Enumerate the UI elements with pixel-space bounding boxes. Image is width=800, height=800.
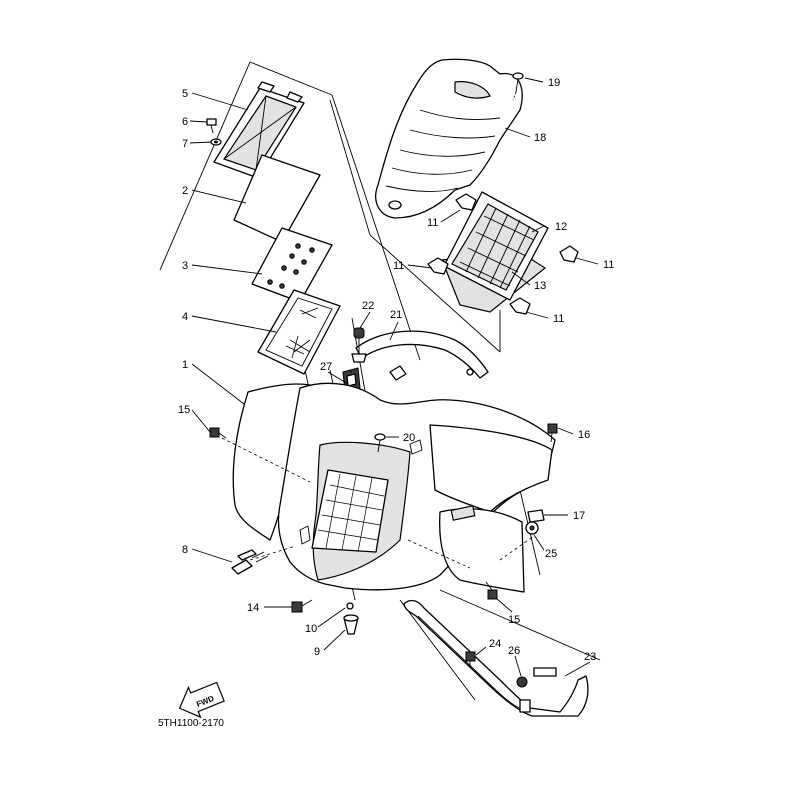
callout-4: 4 xyxy=(182,311,188,323)
callout-26: 26 xyxy=(508,645,520,657)
part-25-bolt xyxy=(525,521,539,535)
callout-15-left: 15 xyxy=(178,404,190,416)
part-10-washer xyxy=(346,602,354,610)
part-17-clip-nut xyxy=(527,509,545,523)
callout-23: 23 xyxy=(584,651,596,663)
callout-7: 7 xyxy=(182,138,188,150)
part-8-stud-bolts xyxy=(231,549,269,575)
callout-27-left: 27 xyxy=(320,361,332,373)
leader-lines xyxy=(189,77,599,677)
mounting-dashed-lines xyxy=(221,437,535,569)
callout-11-d: 11 xyxy=(553,313,564,325)
part-23-bumper-guard xyxy=(403,599,589,717)
part-24-bolt xyxy=(465,651,476,668)
callout-12: 12 xyxy=(555,221,567,233)
part-4-filter-gasket xyxy=(257,289,341,375)
part-22-grommet xyxy=(351,327,367,363)
callout-17: 17 xyxy=(573,510,585,522)
part-16-bolt xyxy=(547,423,558,443)
part-11-clip xyxy=(455,193,477,211)
callout-8: 8 xyxy=(182,544,188,556)
callout-19: 19 xyxy=(548,77,560,89)
part-6-screw xyxy=(206,118,217,134)
callout-18: 18 xyxy=(534,132,546,144)
callout-20: 20 xyxy=(403,432,415,444)
part-12-front-grille xyxy=(443,191,549,301)
callout-1: 1 xyxy=(182,359,188,371)
part-15-bolt xyxy=(485,581,498,600)
part-19-screw xyxy=(512,72,524,101)
callout-25: 25 xyxy=(545,548,557,560)
part-14-bolt xyxy=(291,599,313,613)
callout-2: 2 xyxy=(182,185,188,197)
callout-14: 14 xyxy=(247,602,259,614)
part-21-bracket xyxy=(355,330,489,381)
callout-11-b: 11 xyxy=(393,260,404,272)
callout-21: 21 xyxy=(390,309,402,321)
callout-11-c: 11 xyxy=(603,259,614,271)
part-9-cap xyxy=(343,614,359,635)
part-20-bolt xyxy=(374,433,386,453)
part-11-clip xyxy=(427,257,449,275)
fwd-direction-arrow: FWD xyxy=(178,681,225,719)
callout-labels: 5 6 7 2 3 4 1 15 8 14 10 9 19 18 11 12 1… xyxy=(178,77,614,663)
part-1-front-fender xyxy=(232,382,556,593)
callout-11-a: 11 xyxy=(427,217,438,229)
callout-5: 5 xyxy=(182,88,188,100)
callout-24: 24 xyxy=(489,638,501,650)
part-3-element-sheet xyxy=(251,227,333,303)
part-26-nut xyxy=(516,676,528,688)
callout-16: 16 xyxy=(578,429,590,441)
part-15-bolt xyxy=(209,427,227,439)
part-18-front-panel xyxy=(375,58,523,219)
callout-3: 3 xyxy=(182,260,188,272)
callout-15-right: 15 xyxy=(508,614,520,626)
callout-9: 9 xyxy=(314,646,320,658)
part-11-clip xyxy=(559,245,579,263)
part-11-clip xyxy=(509,297,531,315)
callout-10: 10 xyxy=(305,623,317,635)
callout-6: 6 xyxy=(182,116,188,128)
callout-22: 22 xyxy=(362,300,374,312)
diagram-code: 5TH1100-2170 xyxy=(158,718,224,729)
callout-13: 13 xyxy=(534,280,546,292)
part-7-washer xyxy=(210,138,222,146)
